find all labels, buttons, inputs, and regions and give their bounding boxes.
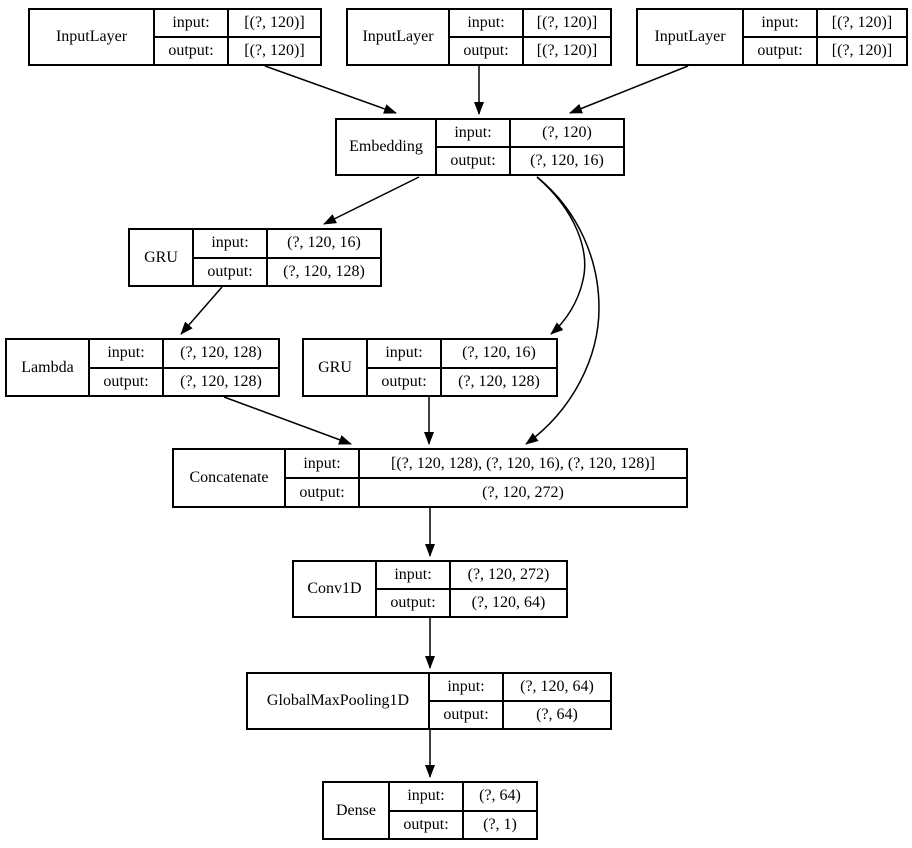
- node-gru-1: GRU input: (?, 120, 16) output: (?, 120,…: [128, 228, 382, 287]
- output-shape: [(?, 120)]: [244, 42, 305, 59]
- node-input-layer-1: InputLayer input: [(?, 120)] output: [(?…: [28, 8, 322, 66]
- layer-name: Concatenate: [189, 469, 269, 486]
- output-key: output:: [390, 811, 464, 838]
- edge-embedding-gru2: [536, 176, 586, 335]
- node-concatenate: Concatenate input: [(?, 120, 128), (?, 1…: [172, 448, 688, 508]
- output-shape: (?, 120, 272): [482, 483, 564, 501]
- input-key: input:: [90, 340, 164, 367]
- edge-embedding-concatenate: [525, 176, 600, 445]
- output-key: output:: [194, 258, 268, 285]
- input-key: input:: [286, 450, 360, 477]
- input-shape: (?, 120, 64): [520, 678, 594, 695]
- node-conv1d: Conv1D input: (?, 120, 272) output: (?, …: [292, 560, 568, 618]
- input-key: input:: [377, 562, 451, 588]
- output-key: output:: [430, 702, 504, 728]
- input-key: input:: [437, 120, 511, 146]
- edge-input1-embedding: [264, 65, 397, 114]
- input-shape: [(?, 120)]: [831, 14, 893, 31]
- input-shape: (?, 120, 128): [180, 344, 262, 362]
- layer-name: Conv1D: [307, 580, 362, 597]
- output-shape: (?, 120, 16): [530, 152, 604, 169]
- output-shape: (?, 120, 64): [471, 594, 546, 611]
- node-gru-2: GRU input: (?, 120, 16) output: (?, 120,…: [302, 338, 558, 397]
- output-shape: (?, 120, 128): [283, 262, 365, 280]
- edge-embedding-gru1: [323, 176, 420, 225]
- input-key: input:: [155, 10, 229, 36]
- layer-name: GlobalMaxPooling1D: [266, 692, 410, 709]
- layer-name: Embedding: [349, 138, 423, 155]
- output-shape: (?, 120, 128): [458, 372, 540, 390]
- input-key: input:: [368, 340, 442, 367]
- input-shape: (?, 120): [542, 124, 592, 141]
- output-shape: [(?, 120)]: [831, 42, 893, 59]
- input-shape: [(?, 120)]: [536, 14, 598, 31]
- output-key: output:: [437, 148, 511, 174]
- output-shape: [(?, 120)]: [536, 42, 598, 59]
- input-shape: (?, 120, 16): [462, 344, 536, 362]
- input-key: input:: [744, 10, 818, 36]
- layer-name: GRU: [144, 248, 178, 266]
- output-shape: (?, 1): [483, 815, 517, 833]
- node-input-layer-3: InputLayer input: [(?, 120)] output: [(?…: [636, 8, 908, 66]
- output-key: output:: [90, 368, 164, 395]
- output-key: output:: [155, 38, 229, 64]
- layer-name: Dense: [336, 801, 376, 819]
- input-key: input:: [194, 230, 268, 257]
- output-key: output:: [450, 38, 524, 64]
- node-global-max-pooling1d: GlobalMaxPooling1D input: (?, 120, 64) o…: [246, 672, 612, 730]
- node-dense: Dense input: (?, 64) output: (?, 1): [322, 781, 538, 840]
- layer-name: InputLayer: [654, 28, 726, 45]
- output-shape: (?, 64): [536, 706, 578, 723]
- input-key: input:: [390, 783, 464, 810]
- layer-name: Lambda: [21, 358, 74, 376]
- output-key: output:: [377, 590, 451, 616]
- layer-name: InputLayer: [55, 28, 128, 45]
- input-key: input:: [430, 674, 504, 700]
- input-shape: (?, 120, 16): [287, 234, 361, 252]
- node-embedding: Embedding input: (?, 120) output: (?, 12…: [335, 118, 625, 176]
- input-shape: [(?, 120, 128), (?, 120, 16), (?, 120, 1…: [391, 454, 655, 472]
- input-shape: (?, 64): [479, 787, 521, 805]
- edge-lambda-concatenate: [223, 396, 352, 445]
- output-key: output:: [744, 38, 818, 64]
- edge-gru1-lambda: [180, 286, 223, 335]
- input-key: input:: [450, 10, 524, 36]
- layer-name: InputLayer: [362, 28, 434, 45]
- input-shape: [(?, 120)]: [244, 14, 305, 31]
- edge-input3-embedding: [569, 65, 689, 114]
- output-key: output:: [286, 479, 360, 506]
- output-key: output:: [368, 368, 442, 395]
- output-shape: (?, 120, 128): [180, 372, 262, 390]
- node-lambda: Lambda input: (?, 120, 128) output: (?, …: [5, 338, 280, 397]
- input-shape: (?, 120, 272): [467, 566, 550, 583]
- layer-name: GRU: [318, 358, 352, 376]
- node-input-layer-2: InputLayer input: [(?, 120)] output: [(?…: [346, 8, 612, 66]
